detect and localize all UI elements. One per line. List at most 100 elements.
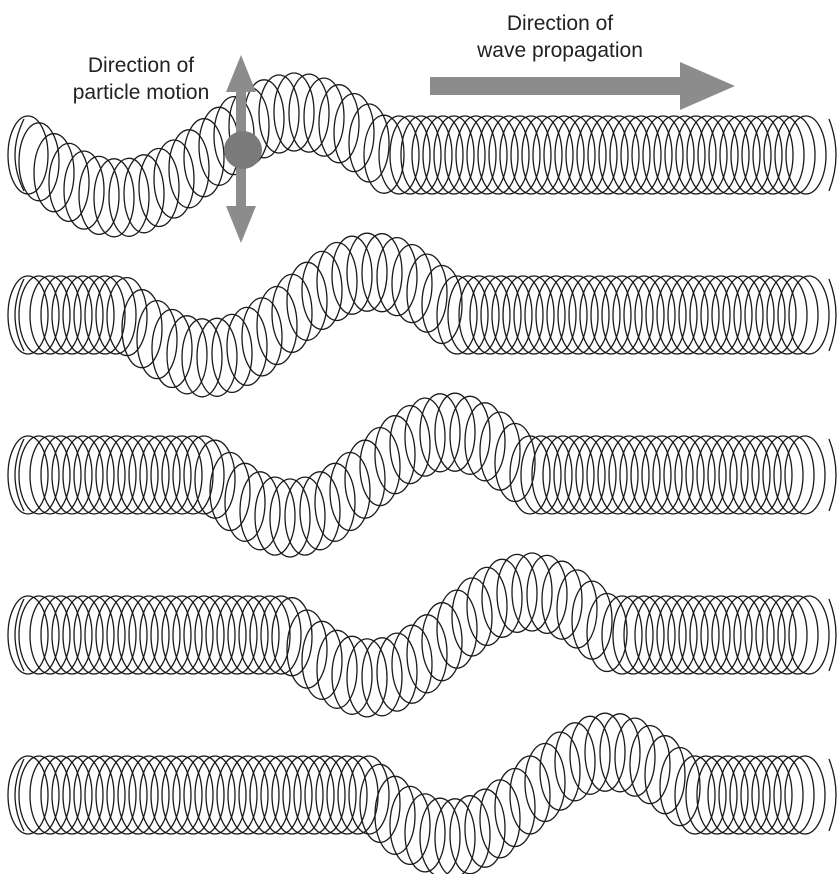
coil [467, 116, 507, 194]
coil [392, 245, 432, 323]
coil [569, 276, 609, 354]
coil [184, 596, 224, 674]
spring-snapshot-5 [8, 713, 836, 874]
coil [778, 596, 818, 674]
coil [152, 310, 192, 388]
coil [261, 596, 301, 674]
coil [742, 116, 782, 194]
coil [96, 756, 136, 834]
coil [719, 436, 759, 514]
coil [162, 756, 202, 834]
coil [690, 276, 730, 354]
coil [129, 596, 169, 674]
coil [686, 756, 726, 834]
coil [572, 581, 612, 659]
coil [52, 276, 92, 354]
coil [96, 596, 136, 674]
coil [304, 78, 344, 156]
coil [752, 756, 792, 834]
coil [785, 436, 825, 514]
coil [122, 290, 162, 368]
spring-snapshots [8, 73, 836, 874]
spring-end-cap-right [829, 279, 836, 351]
coil [741, 436, 781, 514]
coil [723, 276, 763, 354]
coil [129, 436, 169, 514]
wave-propagation-label-line1: Direction of [440, 10, 680, 37]
coil [708, 436, 748, 514]
coil [511, 116, 551, 194]
coil [319, 85, 359, 163]
coil [591, 276, 631, 354]
coil [107, 756, 147, 834]
particle-marker [224, 131, 262, 169]
coil [239, 596, 279, 674]
coil [576, 436, 616, 514]
coil [730, 436, 770, 514]
coil [657, 596, 697, 674]
coil [459, 276, 499, 354]
coil [85, 596, 125, 674]
coil [184, 756, 224, 834]
coil [642, 436, 682, 514]
coil [124, 155, 164, 233]
coil [250, 756, 290, 834]
coil [701, 596, 741, 674]
coil [34, 134, 74, 212]
coil [492, 276, 532, 354]
coil [140, 436, 180, 514]
coil [64, 151, 104, 229]
coil [422, 266, 462, 344]
coil [377, 238, 417, 316]
coil [697, 756, 737, 834]
coil [613, 596, 653, 674]
coil [533, 116, 573, 194]
coil [587, 436, 627, 514]
coil [239, 756, 279, 834]
coil [227, 307, 267, 385]
coil [767, 276, 807, 354]
particle-motion-label-line2: particle motion [46, 79, 236, 106]
wave-propagation-arrow [430, 62, 735, 110]
coil [635, 596, 675, 674]
coil [49, 143, 89, 221]
coil [30, 436, 70, 514]
coil [665, 116, 705, 194]
coil [547, 276, 587, 354]
coil [778, 276, 818, 354]
coil [96, 436, 136, 514]
coil [764, 116, 804, 194]
coil [52, 756, 92, 834]
coil [522, 116, 562, 194]
coil [41, 596, 81, 674]
coil [401, 116, 441, 194]
coil [30, 756, 70, 834]
coil [719, 756, 759, 834]
coil [261, 756, 301, 834]
coil [775, 116, 815, 194]
coil [565, 436, 605, 514]
coil [74, 276, 114, 354]
coil [676, 116, 716, 194]
coil [558, 276, 598, 354]
coil [745, 596, 785, 674]
coil [19, 276, 59, 354]
coil [588, 116, 628, 194]
coil [317, 630, 357, 708]
coil [536, 276, 576, 354]
coil [334, 94, 374, 172]
coil [657, 276, 697, 354]
coil [613, 276, 653, 354]
coil [85, 756, 125, 834]
coil [151, 756, 191, 834]
coil [118, 436, 158, 514]
spring-end-cap-right [829, 759, 836, 831]
coil [664, 436, 704, 514]
coil [173, 756, 213, 834]
coil [668, 596, 708, 674]
coil [74, 596, 114, 674]
coil [712, 596, 752, 674]
coil [434, 116, 474, 194]
coil [377, 633, 417, 711]
coil [774, 756, 814, 834]
